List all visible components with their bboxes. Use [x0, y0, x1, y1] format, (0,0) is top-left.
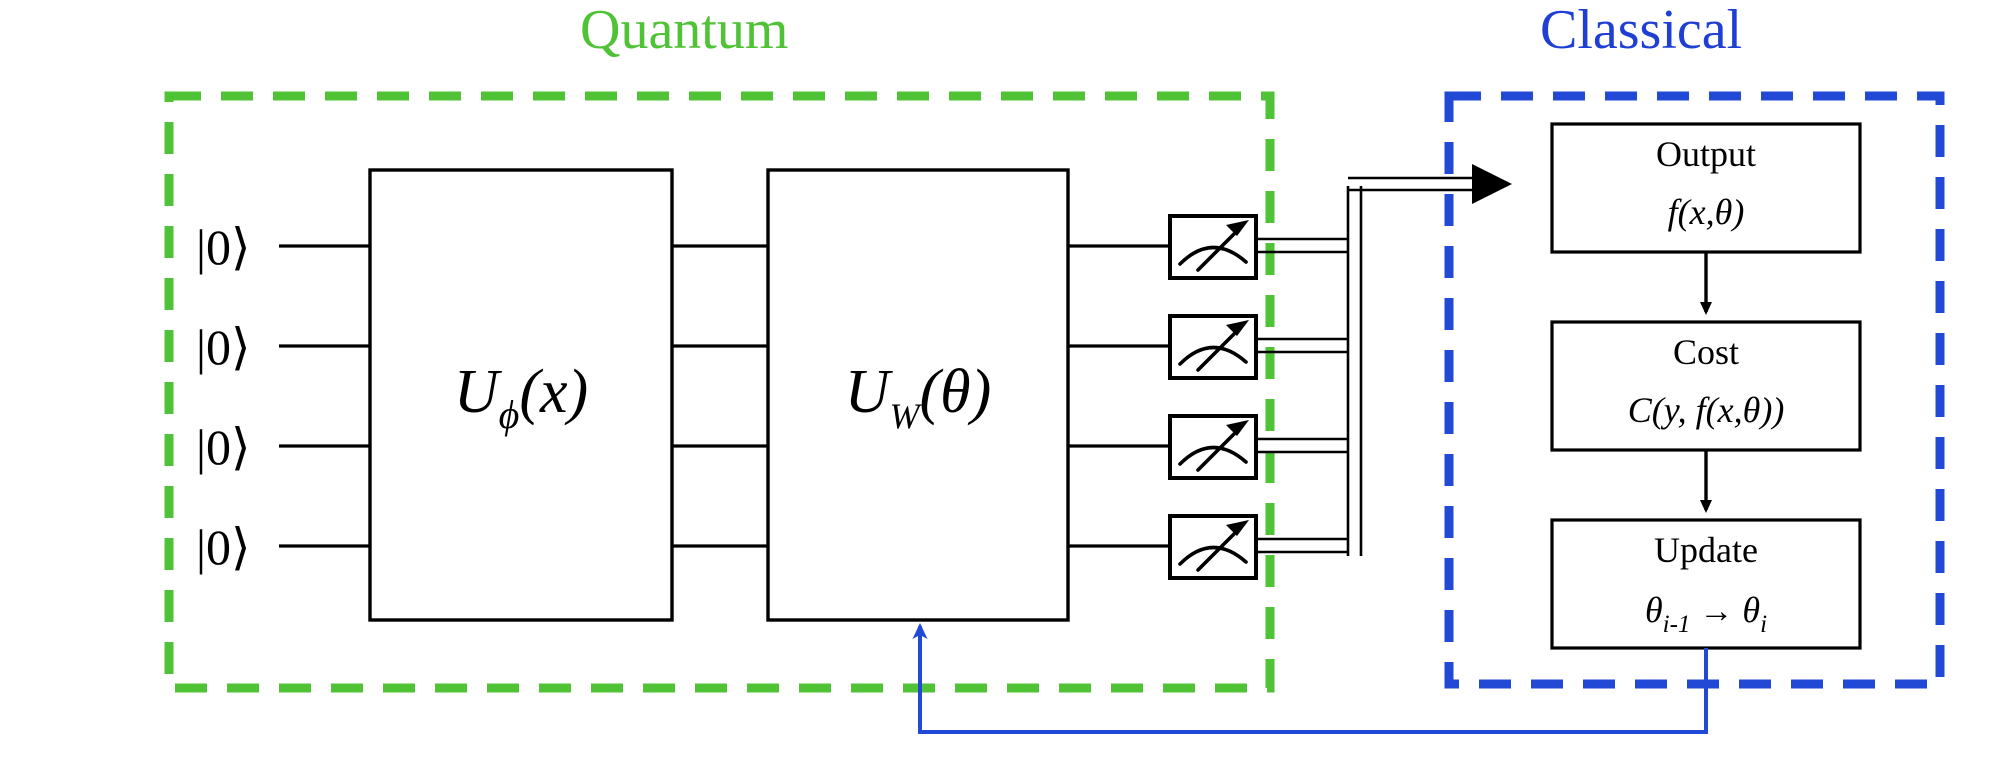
quantum-region-boundary — [164, 91, 1275, 693]
qubit-wires-input — [279, 244, 370, 548]
quantum-region-label: Quantum — [580, 0, 789, 61]
classical-wires-from-meters — [1256, 237, 1348, 554]
qubit-ket-0: |0⟩ — [196, 219, 251, 275]
qubit-ket-1: |0⟩ — [196, 319, 251, 375]
meter-needle-head — [1226, 220, 1249, 236]
meter-icon — [1178, 225, 1248, 272]
output-block[interactable]: Output f(x,θ) — [1550, 122, 1862, 254]
meter-needle-head — [1226, 520, 1249, 536]
measurement-2[interactable] — [1168, 414, 1258, 480]
output-block-formula: f(x,θ) — [1668, 192, 1745, 232]
cost-block[interactable]: Cost C(y, f(x,θ)) — [1550, 320, 1862, 452]
qubit-wires-mid — [672, 244, 768, 548]
update-block-formula: θi-1 → θi — [1645, 590, 1767, 638]
bus-arrowhead-icon — [1472, 164, 1512, 204]
meter-needle-head — [1226, 420, 1249, 436]
measurement-0[interactable] — [1168, 214, 1258, 280]
qubit-ket-3: |0⟩ — [196, 519, 251, 575]
feature-map-gate-label: Uϕ(x) — [454, 358, 588, 437]
cost-block-title: Cost — [1673, 332, 1739, 372]
meter-icon — [1178, 525, 1248, 572]
variational-gate-label: UW(θ) — [845, 358, 992, 436]
classical-region-boundary — [1444, 91, 1945, 689]
meter-icon — [1178, 425, 1248, 472]
classical-vertical-bus — [1346, 186, 1363, 556]
meter-icon — [1178, 325, 1248, 372]
feature-map-gate[interactable]: Uϕ(x) — [368, 168, 674, 622]
measurement-3[interactable] — [1168, 514, 1258, 580]
update-block[interactable]: Update θi-1 → θi — [1550, 518, 1862, 650]
classical-region-label: Classical — [1540, 0, 1743, 61]
meter-needle-head — [1226, 320, 1249, 336]
output-block-title: Output — [1656, 134, 1756, 174]
measurement-1[interactable] — [1168, 314, 1258, 380]
qubit-ket-2: |0⟩ — [196, 419, 251, 475]
feedback-loop-path — [912, 623, 1708, 734]
variational-gate[interactable]: UW(θ) — [766, 168, 1070, 622]
quantum-to-classical-bus — [1348, 176, 1472, 192]
qubit-wires-output — [1068, 244, 1170, 548]
cost-block-formula: C(y, f(x,θ)) — [1628, 390, 1785, 430]
update-block-title: Update — [1654, 530, 1758, 570]
